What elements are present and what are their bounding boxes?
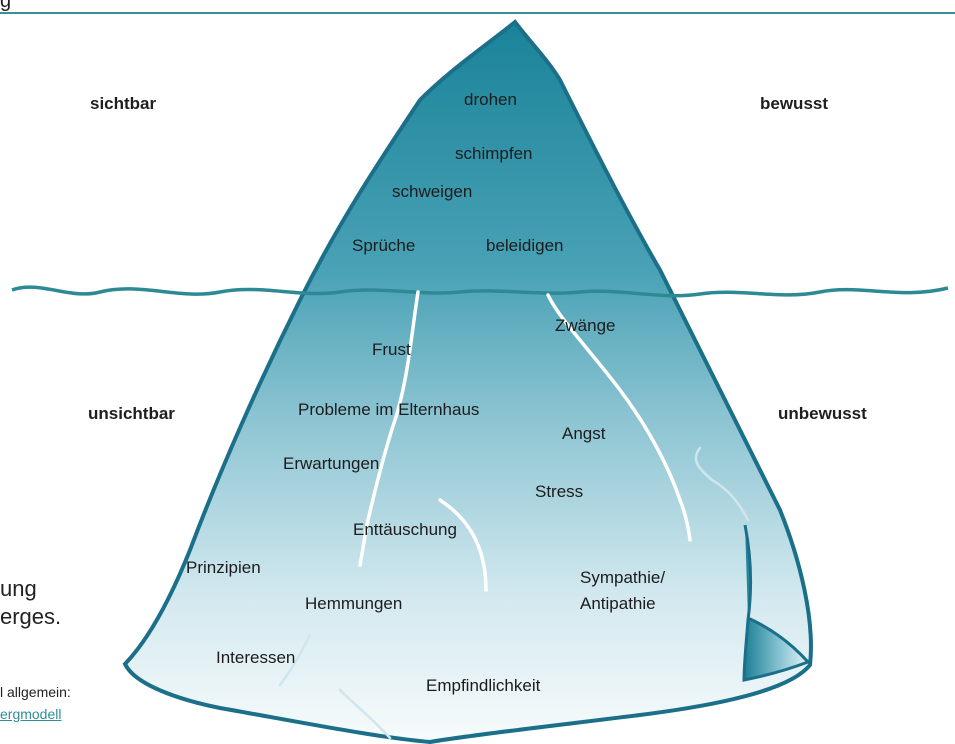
word-interessen: Interessen [216,648,295,668]
word-angst: Angst [562,424,605,444]
word-beleidigen: beleidigen [486,236,564,256]
word-zwaenge: Zwänge [555,316,615,336]
word-sprueche: Sprüche [352,236,415,256]
word-erwartungen: Erwartungen [283,454,379,474]
iceberg-body [125,22,811,742]
cropped-text-line-2: erges. [0,604,61,630]
word-schweigen: schweigen [392,182,472,202]
word-antipathie: Antipathie [580,594,656,614]
word-probleme-im-elternhaus: Probleme im Elternhaus [298,400,479,420]
label-bewusst: bewusst [760,94,828,114]
word-stress: Stress [535,482,583,502]
word-prinzipien: Prinzipien [186,558,261,578]
word-hemmungen: Hemmungen [305,594,402,614]
label-unsichtbar: unsichtbar [88,404,175,424]
word-drohen: drohen [464,90,517,110]
word-sympathie: Sympathie/ [580,568,665,588]
cropped-note-text: l allgemein: [0,684,71,700]
word-enttaeuschung: Enttäuschung [353,520,457,540]
label-unbewusst: unbewusst [778,404,867,424]
word-empfindlichkeit: Empfindlichkeit [426,676,540,696]
word-schimpfen: schimpfen [455,144,532,164]
cropped-link[interactable]: ergmodell [0,706,61,722]
label-sichtbar: sichtbar [90,94,156,114]
cropped-text-line-1: ung [0,576,37,602]
word-frust: Frust [372,340,411,360]
